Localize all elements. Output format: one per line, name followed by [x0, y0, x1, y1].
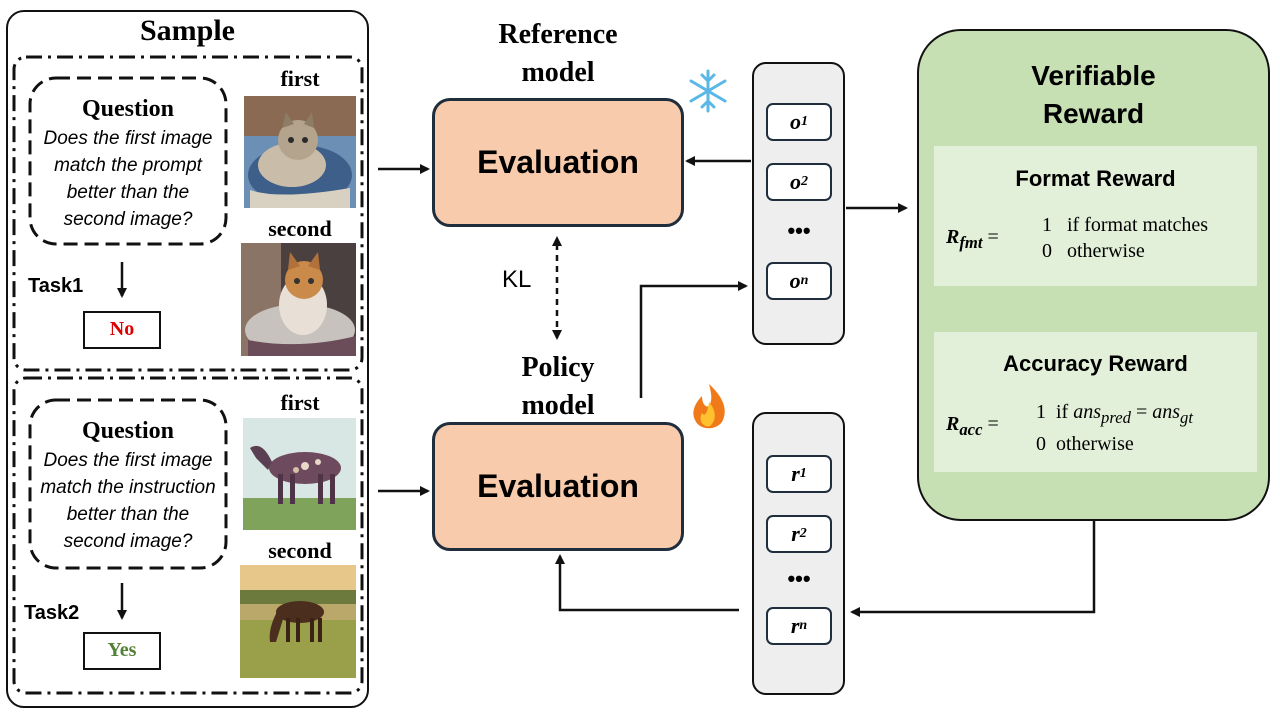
task1-frame — [12, 55, 364, 372]
task1-question-frame — [28, 76, 228, 246]
task2-question-title: Question — [81, 418, 174, 444]
reference-model-label: Reference model — [470, 16, 646, 92]
accuracy-reward-title: Accuracy Reward — [1003, 351, 1188, 376]
task2-question-frame — [28, 398, 228, 570]
task1-question-line: second image? — [63, 209, 193, 230]
kl-label: KL — [502, 266, 532, 293]
task1-label: Task1 — [28, 275, 84, 297]
task1-first-image — [244, 96, 356, 208]
policy-model-label: Policy model — [480, 349, 636, 425]
policy-to-outputs-arrow — [639, 281, 748, 398]
policy-model-label-line2: model — [521, 390, 595, 421]
task1-question: Question Does the first image match the … — [30, 96, 226, 233]
task1-second-label: second — [268, 216, 332, 241]
task1-question-line: match the prompt — [54, 155, 202, 176]
task2-label: Task2 — [24, 602, 80, 624]
format-reward-symbol: Rfmt = — [946, 226, 999, 252]
fire-icon — [693, 384, 725, 429]
task2-question-line: better than the — [66, 504, 190, 525]
task2-second-image — [240, 565, 356, 678]
reference-model-label-line1: Reference — [498, 19, 618, 50]
task1-second-image — [241, 243, 356, 356]
task1-answer: No — [83, 311, 161, 349]
accuracy-reward-panel — [934, 332, 1257, 472]
policy-model-label-line1: Policy — [521, 352, 595, 383]
task2-second-label: second — [268, 538, 332, 563]
policy-evaluation-box: Evaluation — [432, 422, 684, 551]
format-reward-title: Format Reward — [1015, 166, 1176, 191]
sample-panel — [6, 10, 369, 708]
task2-frame — [12, 376, 364, 695]
task2-first-image — [243, 418, 356, 530]
rewards-to-policy-arrow — [555, 554, 739, 612]
accuracy-reward-cases: 1 if anspred = ansgt 0 otherwise — [1036, 401, 1193, 455]
verifiable-reward-title-line1: Verifiable — [1031, 60, 1156, 91]
task2-first-label: first — [280, 390, 320, 415]
task2-question: Question Does the first image match the … — [30, 418, 226, 555]
verifiable-reward-title: Verifiable Reward — [917, 57, 1270, 133]
task2-question-line: second image? — [63, 531, 193, 552]
reference-model-label-line2: model — [521, 57, 595, 88]
reference-evaluation-box: Evaluation — [432, 98, 684, 227]
sample-title: Sample — [139, 14, 235, 47]
task1-question-title: Question — [81, 96, 174, 122]
reward-to-rewards-arrow — [850, 521, 1096, 617]
task2-question-line: Does the first image — [43, 450, 213, 471]
task1-question-text: Does the first image match the prompt be… — [30, 125, 226, 233]
verifiable-reward-title-line2: Reward — [1042, 98, 1145, 129]
task1-question-line: Does the first image — [43, 128, 213, 149]
task2-answer: Yes — [83, 632, 161, 670]
format-reward-cases: 1 if format matches 0 otherwise — [1042, 214, 1209, 262]
rewards-ellipsis: ••• — [787, 566, 811, 591]
format-reward-panel — [934, 146, 1257, 286]
task1-question-line: better than the — [66, 182, 190, 203]
snowflake-icon — [689, 69, 727, 113]
accuracy-reward-symbol: Racc = — [946, 413, 999, 439]
task2-question-text: Does the first image match the instructi… — [30, 447, 226, 555]
task2-question-line: match the instruction — [40, 477, 216, 498]
outputs-ellipsis: ••• — [787, 218, 811, 243]
task1-first-label: first — [280, 66, 320, 91]
